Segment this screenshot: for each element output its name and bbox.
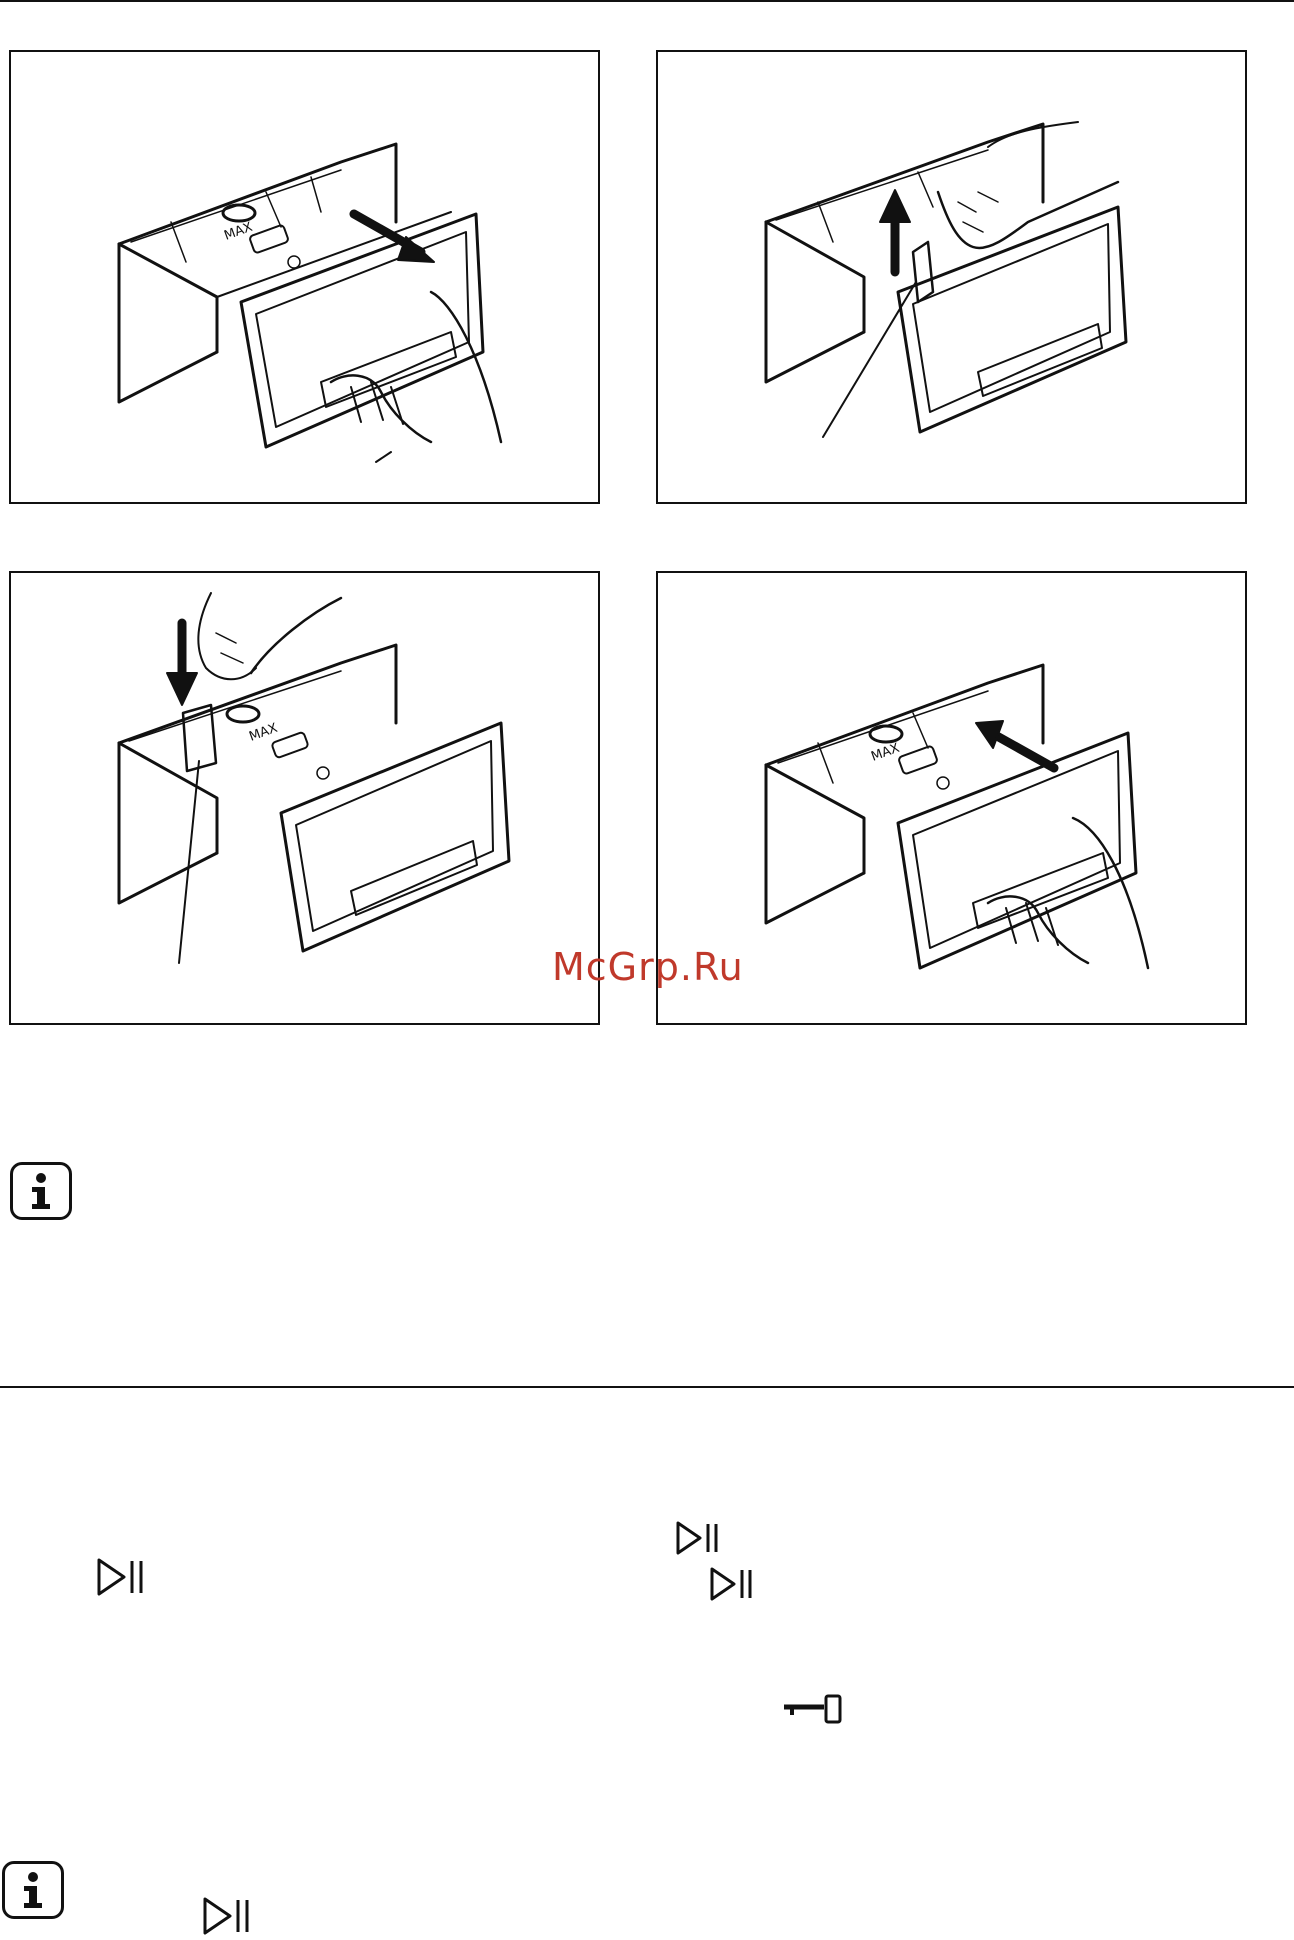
figure-lift-flap bbox=[656, 50, 1247, 504]
figure-push-flap-down: MAX bbox=[9, 571, 600, 1025]
start-pause-icon bbox=[202, 1896, 254, 1940]
figure-push-in-drawer: MAX bbox=[656, 571, 1247, 1025]
max-mark-oval bbox=[221, 203, 257, 223]
flap-piece bbox=[181, 703, 218, 773]
start-pause-icon bbox=[675, 1520, 723, 1560]
start-pause-icon bbox=[96, 1557, 148, 1601]
child-lock-key-icon bbox=[782, 1693, 844, 1729]
arrow-diagonal-up-left bbox=[983, 726, 1059, 773]
info-icon bbox=[10, 1162, 72, 1220]
section-rule bbox=[0, 1386, 1294, 1388]
top-rule bbox=[0, 0, 1294, 2]
callout-line bbox=[178, 760, 200, 964]
watermark: McGrp.Ru bbox=[552, 945, 744, 989]
max-label: MAX bbox=[869, 741, 901, 765]
flap-piece bbox=[911, 240, 935, 304]
info-icon bbox=[2, 1861, 64, 1919]
callout-line bbox=[822, 281, 917, 438]
start-pause-icon bbox=[709, 1566, 757, 1606]
figure-pull-out-drawer: MAX bbox=[9, 50, 600, 504]
